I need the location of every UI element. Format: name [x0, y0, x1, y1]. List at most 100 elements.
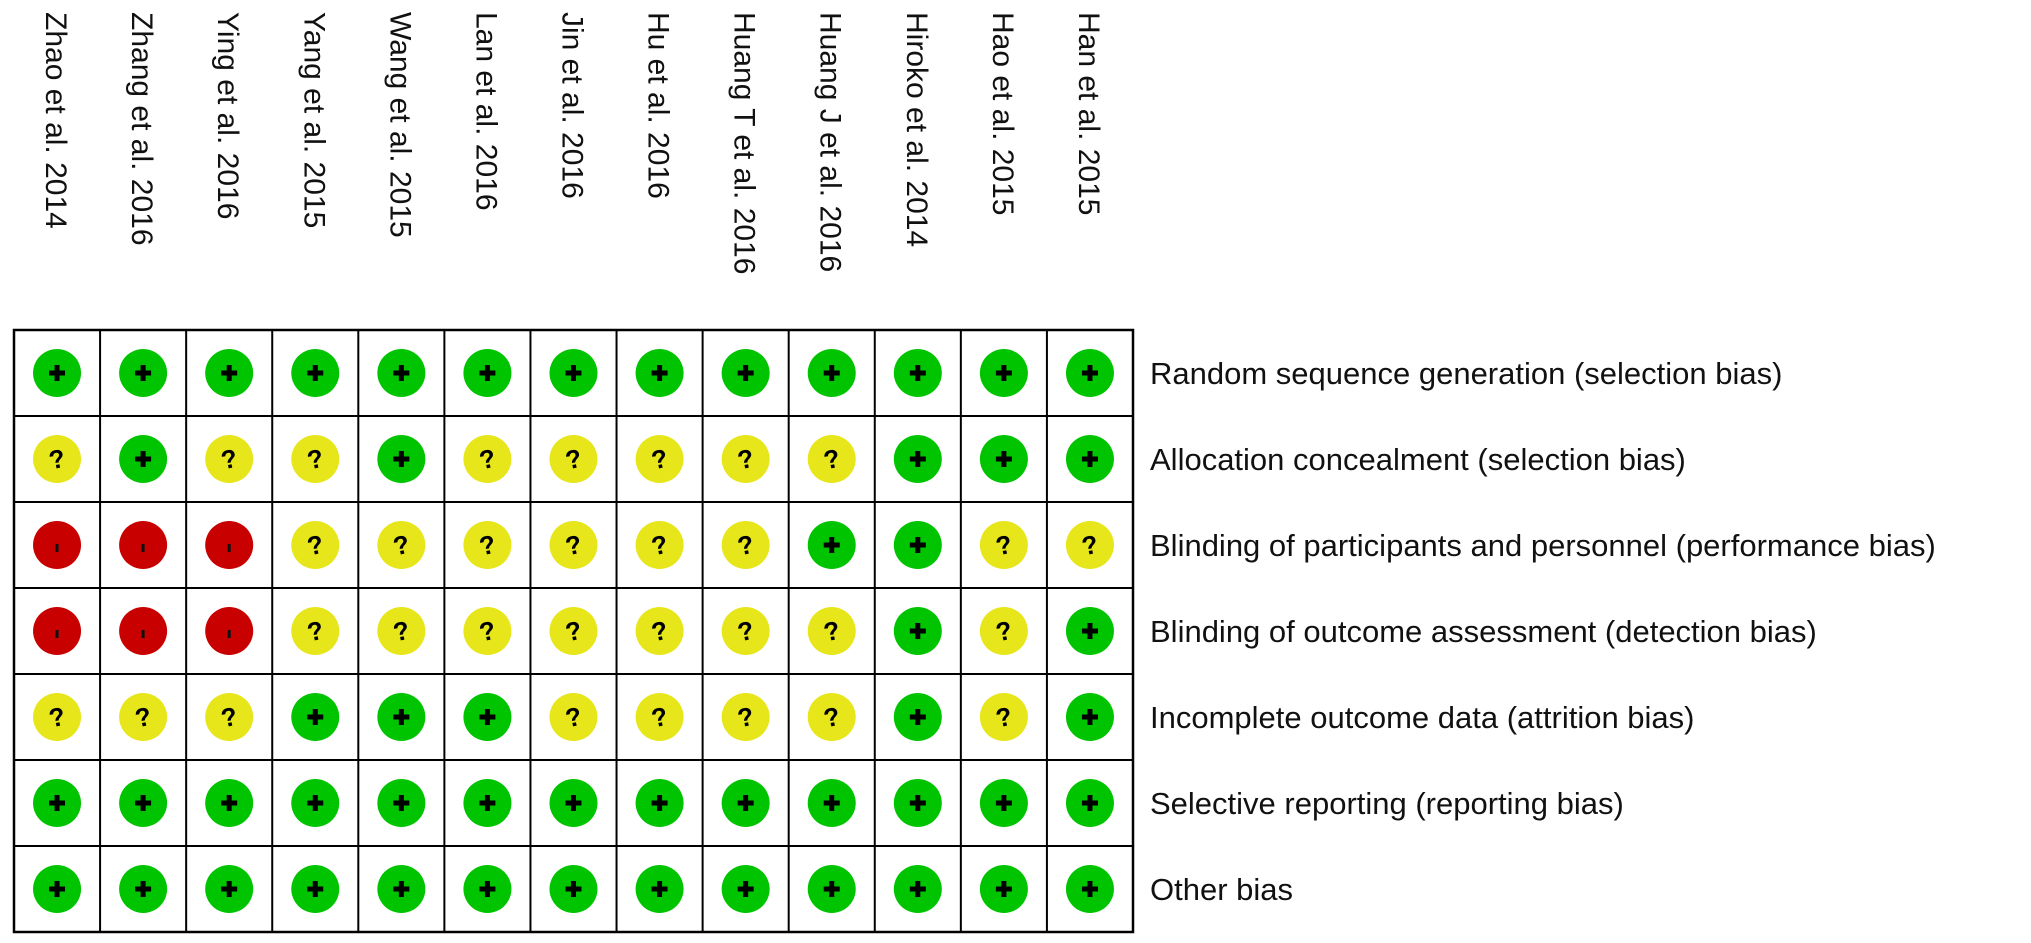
- judgement-low-risk: [893, 865, 942, 913]
- question-mark: ?: [735, 615, 757, 648]
- judgement-low-risk: [979, 779, 1028, 827]
- judgement-high-risk: [119, 521, 168, 569]
- judgement-low-risk: [377, 779, 426, 827]
- judgement-low-risk: [979, 349, 1028, 397]
- judgement-dot: [721, 607, 770, 655]
- judgement-dot: [549, 607, 598, 655]
- judgement-low-risk: [377, 349, 426, 397]
- judgement-unclear-risk: ?: [979, 693, 1028, 741]
- plus-bar-vertical: [1087, 795, 1093, 811]
- plus-bar-vertical: [915, 881, 921, 897]
- judgement-dot: [463, 607, 512, 655]
- judgement-dot: [721, 521, 770, 569]
- domain-label: Allocation concealment (selection bias): [1150, 442, 1686, 477]
- question-mark: ?: [821, 615, 843, 648]
- plus-bar-vertical: [398, 451, 404, 467]
- judgement-unclear-risk: ?: [807, 693, 856, 741]
- judgement-low-risk: [1065, 865, 1114, 913]
- question-mark: ?: [649, 701, 671, 734]
- question-mark: ?: [735, 701, 757, 734]
- study-labels: Zhao et al. 2014 Zhang et al. 2016 Ying et…: [39, 12, 1105, 274]
- judgement-dot: [807, 607, 856, 655]
- judgement-low-risk: [291, 693, 340, 741]
- judgement-low-risk: [635, 865, 684, 913]
- judgement-unclear-risk: ?: [463, 607, 512, 655]
- judgement-dot: [377, 607, 426, 655]
- domain-label: Selective reporting (reporting bias): [1150, 786, 1624, 821]
- plus-bar-vertical: [140, 881, 146, 897]
- judgement-low-risk: [893, 607, 942, 655]
- judgement-low-risk: [291, 349, 340, 397]
- judgement-dot: [549, 435, 598, 483]
- judgement-low-risk: [205, 349, 254, 397]
- domain-labels: Random sequence generation (selection bi…: [1150, 356, 1936, 907]
- judgement-unclear-risk: ?: [721, 435, 770, 483]
- judgement-unclear-risk: ?: [635, 693, 684, 741]
- judgement-high-risk: [33, 521, 82, 569]
- study-label: Zhao et al. 2014: [39, 12, 72, 229]
- judgement-low-risk: [549, 349, 598, 397]
- judgement-low-risk: [119, 435, 168, 483]
- judgement-unclear-risk: ?: [549, 693, 598, 741]
- judgement-unclear-risk: ?: [1065, 521, 1114, 569]
- question-mark: ?: [649, 443, 671, 476]
- judgement-unclear-risk: ?: [291, 607, 340, 655]
- plus-bar-vertical: [657, 881, 663, 897]
- plus-bar-vertical: [54, 795, 60, 811]
- plus-bar-vertical: [829, 537, 835, 553]
- judgement-unclear-risk: ?: [979, 607, 1028, 655]
- question-mark: ?: [735, 529, 757, 562]
- plus-bar-vertical: [915, 709, 921, 725]
- judgement-unclear-risk: ?: [635, 521, 684, 569]
- judgement-low-risk: [893, 521, 942, 569]
- plus-bar-vertical: [54, 365, 60, 381]
- judgement-low-risk: [1065, 607, 1114, 655]
- judgement-low-risk: [893, 779, 942, 827]
- judgement-unclear-risk: ?: [721, 521, 770, 569]
- study-label: Ying et al. 2016: [211, 12, 244, 219]
- judgement-unclear-risk: ?: [33, 435, 82, 483]
- minus-mark: [55, 544, 59, 552]
- study-label: Hu et al. 2016: [642, 12, 675, 199]
- judgement-low-risk: [721, 779, 770, 827]
- minus-mark: [227, 630, 231, 638]
- judgement-dot: [33, 435, 82, 483]
- plus-bar-vertical: [1087, 709, 1093, 725]
- judgement-dot: [807, 693, 856, 741]
- study-label: Jin et al. 2016: [556, 12, 589, 199]
- judgement-low-risk: [1065, 779, 1114, 827]
- judgement-unclear-risk: ?: [205, 693, 254, 741]
- judgement-unclear-risk: ?: [721, 693, 770, 741]
- judgement-dot: [205, 435, 254, 483]
- judgement-dot: [33, 693, 82, 741]
- study-label: Lan et al. 2016: [469, 12, 502, 211]
- judgement-unclear-risk: ?: [119, 693, 168, 741]
- judgement-low-risk: [635, 349, 684, 397]
- study-label: Zhang et al. 2016: [125, 12, 158, 246]
- question-mark: ?: [304, 443, 326, 476]
- judgement-dot: [119, 693, 168, 741]
- judgement-dot: [291, 435, 340, 483]
- plus-bar-vertical: [1001, 451, 1007, 467]
- judgement-unclear-risk: ?: [463, 521, 512, 569]
- question-mark: ?: [563, 529, 585, 562]
- judgement-dot: [979, 521, 1028, 569]
- judgement-low-risk: [33, 779, 82, 827]
- question-mark: ?: [735, 443, 757, 476]
- judgement-dot: [807, 435, 856, 483]
- plus-bar-vertical: [398, 365, 404, 381]
- judgement-low-risk: [291, 779, 340, 827]
- plus-bar-vertical: [140, 451, 146, 467]
- judgement-unclear-risk: ?: [291, 435, 340, 483]
- plus-bar-vertical: [54, 881, 60, 897]
- plus-bar-vertical: [1001, 881, 1007, 897]
- plus-bar-vertical: [657, 365, 663, 381]
- question-mark: ?: [563, 701, 585, 734]
- plus-bar-vertical: [140, 365, 146, 381]
- plus-bar-vertical: [1087, 623, 1093, 639]
- plus-bar-vertical: [571, 795, 576, 811]
- judgement-low-risk: [1065, 693, 1114, 741]
- judgement-low-risk: [893, 435, 942, 483]
- judgement-unclear-risk: ?: [549, 607, 598, 655]
- plus-bar-vertical: [226, 795, 232, 811]
